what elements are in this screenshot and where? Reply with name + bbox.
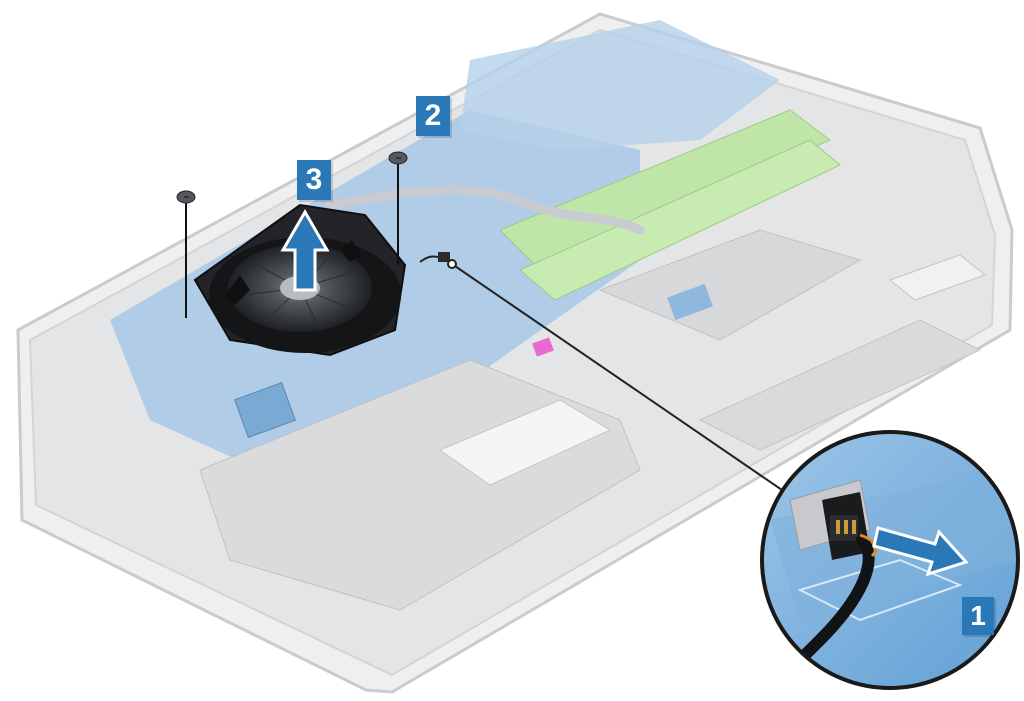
palmrest-assembly (199, 229, 987, 611)
screw-icon (388, 151, 408, 265)
heat-pipe (325, 185, 645, 235)
step-2-badge: 2 (416, 96, 450, 136)
pull-arrow-icon (872, 526, 969, 577)
wlan-card (234, 382, 296, 438)
lift-arrow-icon (280, 209, 330, 292)
memory-modules (499, 109, 841, 301)
connector-icon (419, 252, 450, 263)
pink-tag (532, 337, 554, 357)
flex-label (667, 283, 713, 321)
callout-leader (451, 263, 783, 491)
screw-icon (176, 190, 196, 318)
zoom-callout (760, 430, 1020, 690)
step-1-badge: 1 (962, 597, 994, 635)
step-3-badge: 3 (297, 160, 331, 200)
